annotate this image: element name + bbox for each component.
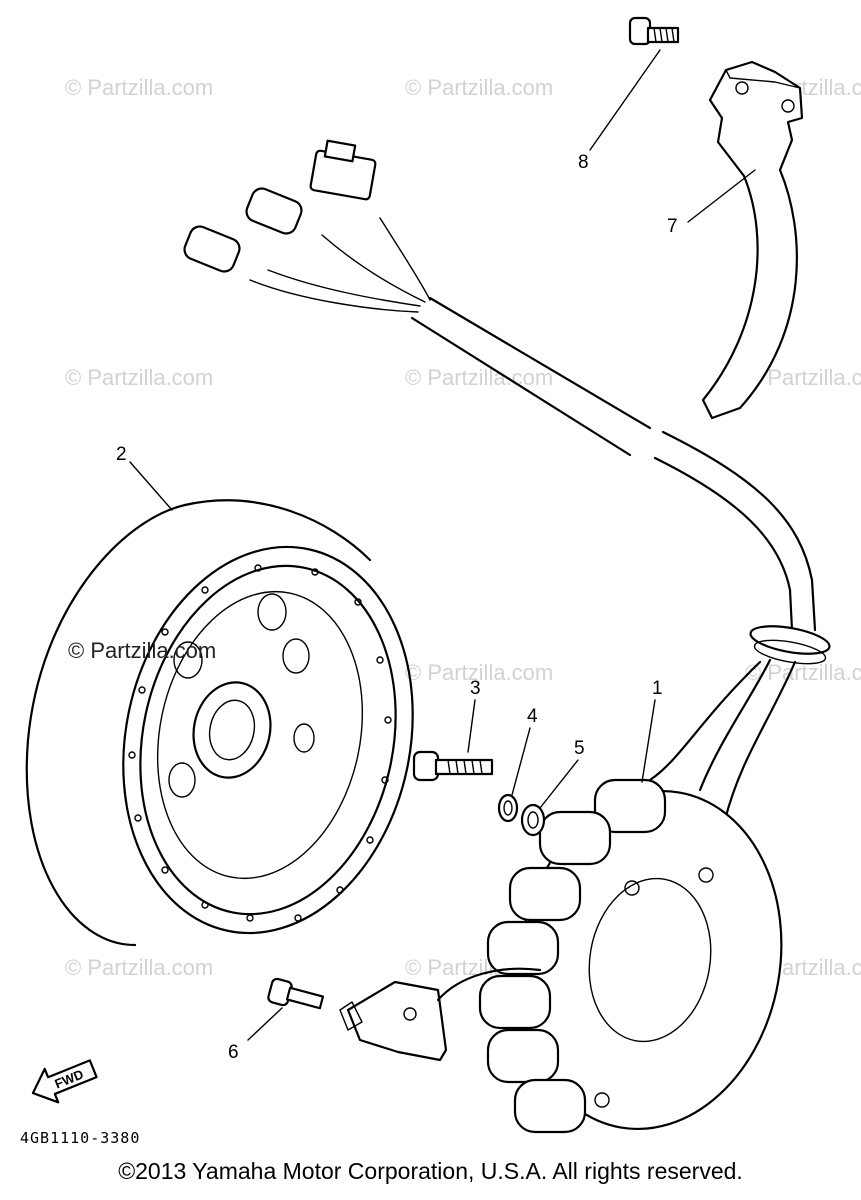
watermark: © Partzilla.com xyxy=(65,955,213,980)
callout-8: 8 xyxy=(578,152,589,173)
copyright-text: ©2013 Yamaha Motor Corporation, U.S.A. A… xyxy=(118,1158,743,1184)
watermarks: © Partzilla.com © Partzilla.com © Partzi… xyxy=(65,75,861,980)
callout-4: 4 xyxy=(527,706,538,727)
leader-lines xyxy=(129,49,756,1041)
callout-7: 7 xyxy=(667,216,678,237)
part-3-bolt xyxy=(412,750,494,782)
watermark: © Partzilla.com xyxy=(405,660,553,685)
part-5-washer xyxy=(520,803,546,837)
wire-harness xyxy=(183,139,831,822)
callout-6: 6 xyxy=(228,1042,239,1063)
part-8-screw xyxy=(628,16,680,46)
part-2-flywheel-rotor xyxy=(25,499,414,947)
part-1-stator xyxy=(339,778,783,1134)
callout-2: 2 xyxy=(116,444,127,465)
watermark: © Partzilla.com xyxy=(65,365,213,390)
watermark: © Partzilla.com xyxy=(405,75,553,100)
callout-5: 5 xyxy=(574,738,585,759)
part-6-screw xyxy=(267,977,325,1010)
callout-3: 3 xyxy=(470,678,481,699)
diagram-code: 4GB1110-3380 xyxy=(20,1129,140,1147)
callout-1: 1 xyxy=(652,678,663,699)
watermark: © Partzilla.com xyxy=(65,75,213,100)
fwd-arrow-icon: FWD xyxy=(31,1059,98,1104)
watermark-overlay: © Partzilla.com xyxy=(68,638,216,663)
watermark: © Partzilla.com xyxy=(405,365,553,390)
part-7-bracket xyxy=(701,60,804,420)
part-4-lock-washer xyxy=(497,793,519,823)
